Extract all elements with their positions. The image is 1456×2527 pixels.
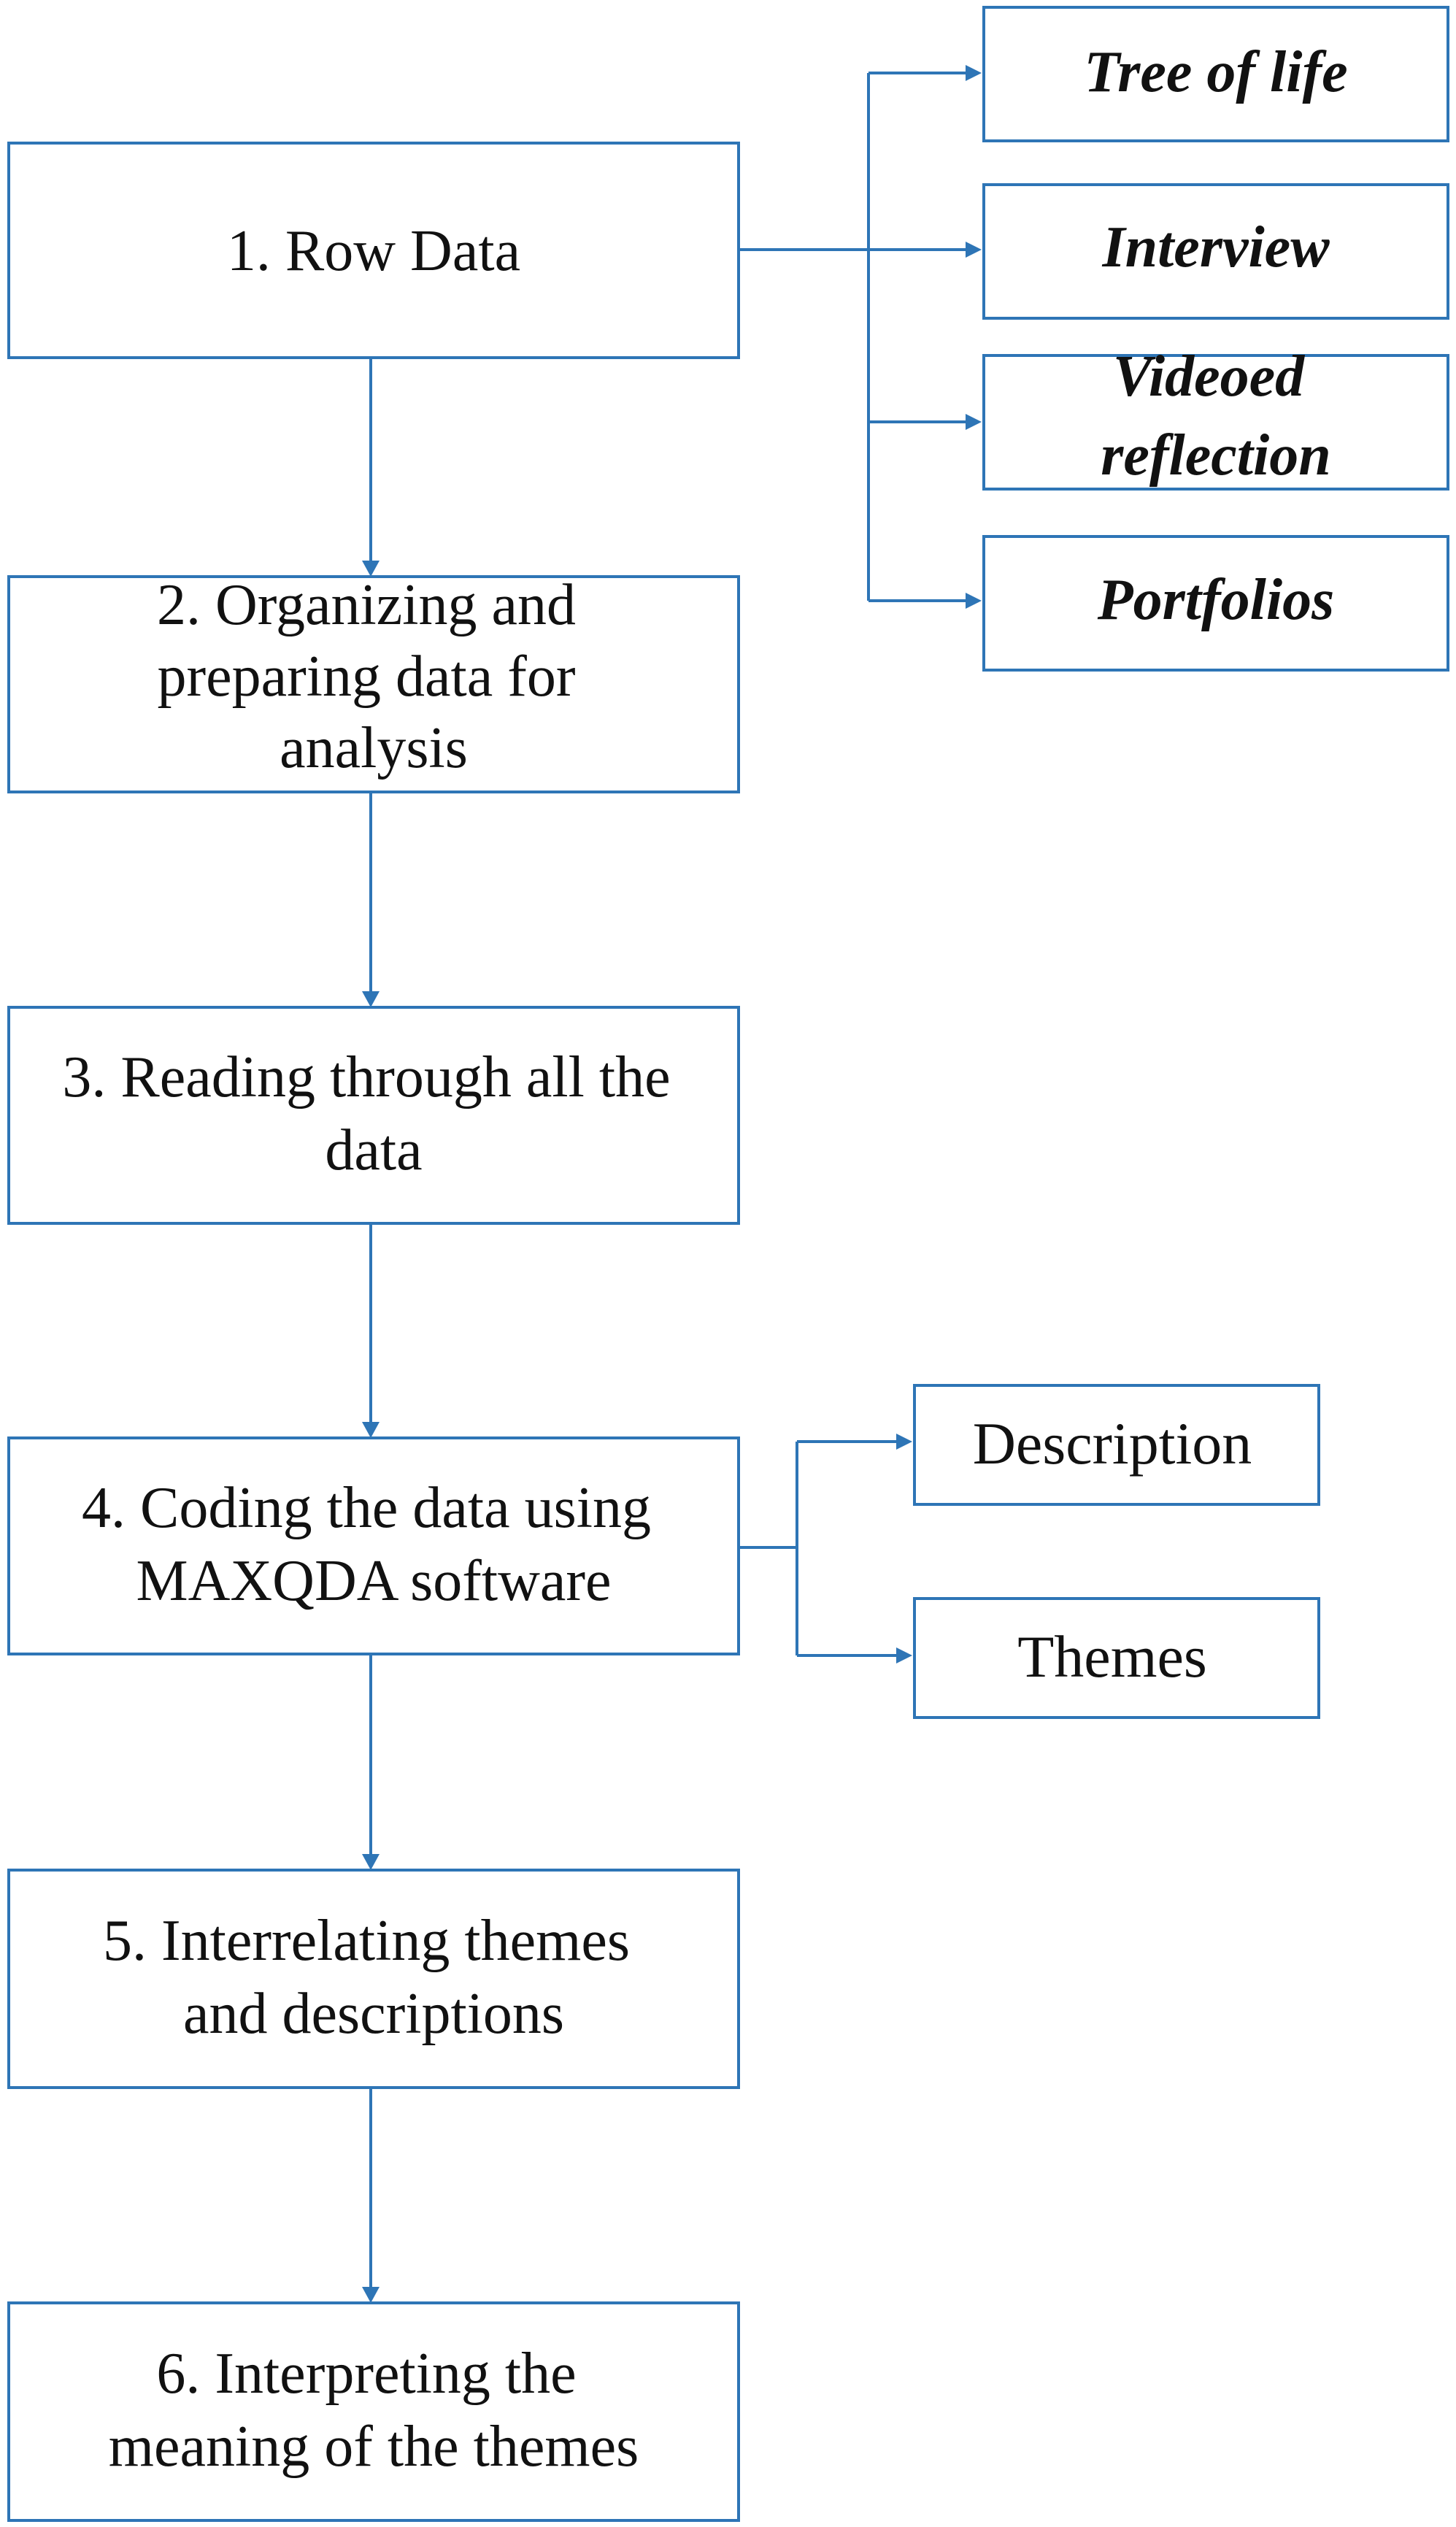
step-label-line: 3. Reading through all the	[62, 1045, 670, 1109]
arrow-head-to-source-1	[966, 65, 982, 81]
step-label-line: 1. Row Data	[227, 219, 520, 283]
source-label-line: Interview	[1101, 215, 1330, 280]
step-label-line: meaning of the themes	[109, 2415, 639, 2479]
arrow-head-to-source-4	[966, 593, 982, 609]
step-label-line: 2. Organizing and	[157, 573, 576, 637]
source-videoed-reflection: Videoed reflection	[982, 345, 1449, 491]
step-label-line: MAXQDA software	[136, 1549, 611, 1613]
source-label-line: Portfolios	[1097, 568, 1334, 632]
svg-text:3. Reading through all the: 3. Reading through all the data	[62, 1045, 685, 1182]
svg-text:Portfolios: Portfolios	[1097, 568, 1334, 632]
step-label-line: 5. Interrelating themes	[103, 1909, 630, 1973]
arrow-head-to-source-2	[966, 242, 982, 258]
step-label-line: analysis	[280, 716, 468, 780]
output-description: Description	[913, 1384, 1320, 1506]
svg-text:Description: Description	[973, 1410, 1252, 1477]
arrow-head-step2-to-step3	[362, 991, 380, 1007]
source-label-line: Videoed	[1113, 345, 1305, 409]
svg-text:5. Interrelating themes: 5. Interrelating themes and descriptions	[103, 1909, 644, 2046]
step-label-line: and descriptions	[183, 1982, 564, 2046]
bracket-coding-outputs	[739, 1442, 798, 1655]
source-tree-of-life: Tree of life	[982, 6, 1449, 142]
step-reading-data: 3. Reading through all the data	[7, 1006, 740, 1225]
arrow-head-to-output-2	[896, 1647, 912, 1663]
source-label-line: Tree of life	[1084, 40, 1347, 104]
connectors	[362, 65, 982, 2303]
step-coding-data: 4. Coding the data using MAXQDA software	[7, 1436, 740, 1655]
source-label-line: reflection	[1101, 423, 1330, 488]
source-interview: Interview	[982, 183, 1449, 320]
arrow-head-step5-to-step6	[362, 2287, 380, 2303]
step-label-line: preparing data for	[157, 645, 575, 709]
coding-outputs: Description Themes	[913, 1384, 1320, 1719]
svg-text:4. Coding the data using: 4. Coding the data using MAXQDA software	[82, 1476, 666, 1613]
step-label-line: 6. Interpreting the	[156, 2342, 576, 2406]
svg-text:Themes: Themes	[1017, 1623, 1207, 1690]
process-steps: 1. Row Data 2. Organizing and preparing …	[7, 142, 740, 2522]
svg-text:Videoed reflection: Videoed reflection	[1101, 345, 1330, 488]
step-interrelating-themes: 5. Interrelating themes and descriptions	[7, 1869, 740, 2089]
svg-text:1. Row Data: 1. Row Data	[227, 219, 520, 283]
svg-text:Tree of life: Tree of life	[1084, 40, 1347, 104]
svg-text:Interview: Interview	[1101, 215, 1330, 280]
svg-text:6. Interpreting the me: 6. Interpreting the meaning of the theme…	[109, 2342, 639, 2479]
step-label-line: data	[325, 1118, 422, 1182]
bracket-data-sources	[739, 73, 870, 601]
arrow-head-step3-to-step4	[362, 1422, 380, 1438]
arrow-head-step1-to-step2	[362, 561, 380, 577]
data-sources: Tree of life Interview Videoed reflectio…	[982, 6, 1449, 672]
output-label-line: Description	[973, 1410, 1252, 1477]
step-row-data: 1. Row Data	[7, 142, 740, 359]
step-label-line: 4. Coding the data using	[82, 1476, 651, 1540]
arrow-head-to-source-3	[966, 414, 982, 430]
step-interpreting-meaning: 6. Interpreting the meaning of the theme…	[7, 2301, 740, 2522]
svg-text:2. Organizing and prep: 2. Organizing and preparing data for ana…	[157, 573, 590, 780]
arrow-head-to-output-1	[896, 1434, 912, 1450]
output-label-line: Themes	[1017, 1623, 1207, 1690]
output-themes: Themes	[913, 1597, 1320, 1719]
arrow-head-step4-to-step5	[362, 1854, 380, 1870]
step-organizing-data: 2. Organizing and preparing data for ana…	[7, 573, 740, 793]
source-portfolios: Portfolios	[982, 535, 1449, 672]
